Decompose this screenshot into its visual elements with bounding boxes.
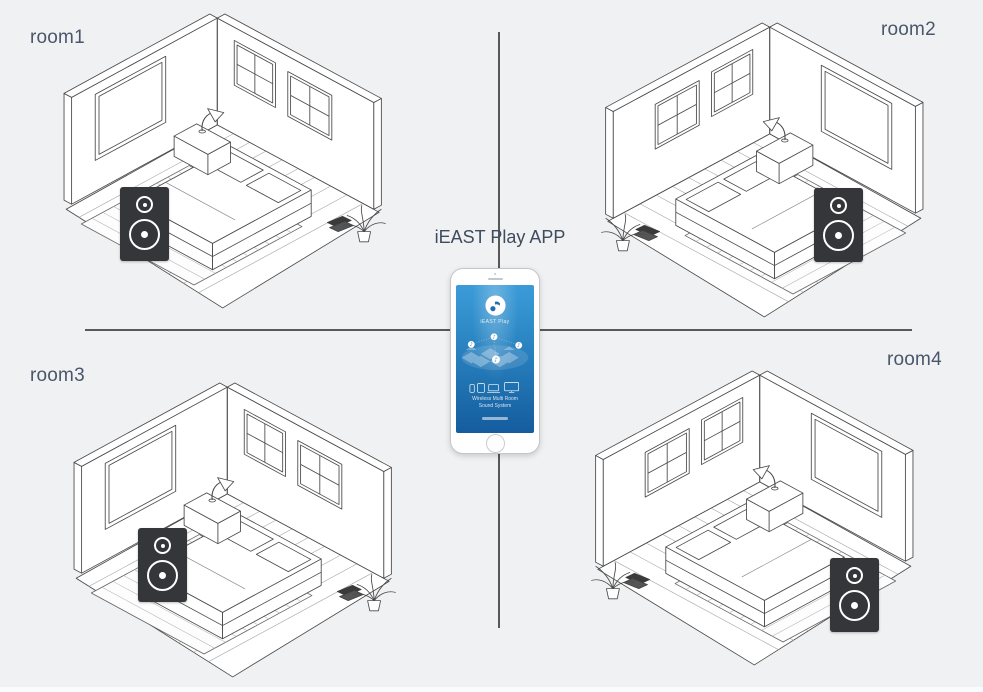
speaker-woofer xyxy=(839,590,870,621)
speaker xyxy=(814,188,863,262)
tagline-line1: Wireless Multi Room xyxy=(472,396,518,402)
splash-app-name: iEAST Play xyxy=(480,319,510,325)
room-illustration-3 xyxy=(60,382,400,682)
home-button xyxy=(485,434,505,453)
room-illustration-4 xyxy=(587,370,927,670)
music-note-icon: ♪ xyxy=(492,335,495,341)
laptop-icon xyxy=(487,384,501,393)
bedroom-line-art xyxy=(50,13,390,313)
speaker-tweeter xyxy=(136,196,153,213)
bedroom-line-art xyxy=(60,382,400,682)
ieast-logo-icon xyxy=(484,295,506,316)
music-badges: ♪ ♪ ♪ ♪ xyxy=(467,333,523,364)
room-illustration-1 xyxy=(50,13,390,313)
phone-camera-dot xyxy=(493,272,497,275)
speaker-tweeter xyxy=(154,537,171,554)
tablet-icon xyxy=(477,383,485,393)
speaker xyxy=(120,187,169,261)
speaker xyxy=(138,528,187,602)
room3-label: room3 xyxy=(30,365,85,386)
bottom-edge-strip xyxy=(0,687,983,692)
music-note-icon: ♪ xyxy=(494,357,498,364)
speaker-tweeter xyxy=(830,197,847,214)
room1-label: room1 xyxy=(30,27,85,48)
speaker-woofer xyxy=(147,560,178,591)
room2-label: room2 xyxy=(881,19,936,40)
music-note-icon: ♪ xyxy=(517,343,520,349)
phone-earpiece-slit xyxy=(487,277,503,280)
bedroom-line-art-mirrored xyxy=(597,22,937,322)
tv-icon xyxy=(504,382,519,393)
app-heading: iEAST Play APP xyxy=(434,227,566,247)
phone-splash-screen: iEAST Play ♪ xyxy=(456,285,534,433)
cityscape-illustration: ♪ ♪ ♪ ♪ xyxy=(461,333,529,370)
device-icons-row xyxy=(469,382,519,393)
splash-footer-bar xyxy=(482,417,508,420)
room4-label: room4 xyxy=(887,349,942,370)
smartphone: iEAST Play ♪ xyxy=(450,268,540,454)
speaker-woofer xyxy=(129,219,160,250)
speaker xyxy=(830,558,879,632)
smartphone-icon xyxy=(469,384,475,393)
tagline-line2: Sound System xyxy=(478,402,512,409)
speaker-tweeter xyxy=(846,567,863,584)
music-note-icon: ♪ xyxy=(470,342,473,348)
splash-tagline: Wireless Multi Room Sound System xyxy=(456,396,534,409)
speaker-woofer xyxy=(823,220,854,251)
room-illustration-2 xyxy=(597,22,937,322)
